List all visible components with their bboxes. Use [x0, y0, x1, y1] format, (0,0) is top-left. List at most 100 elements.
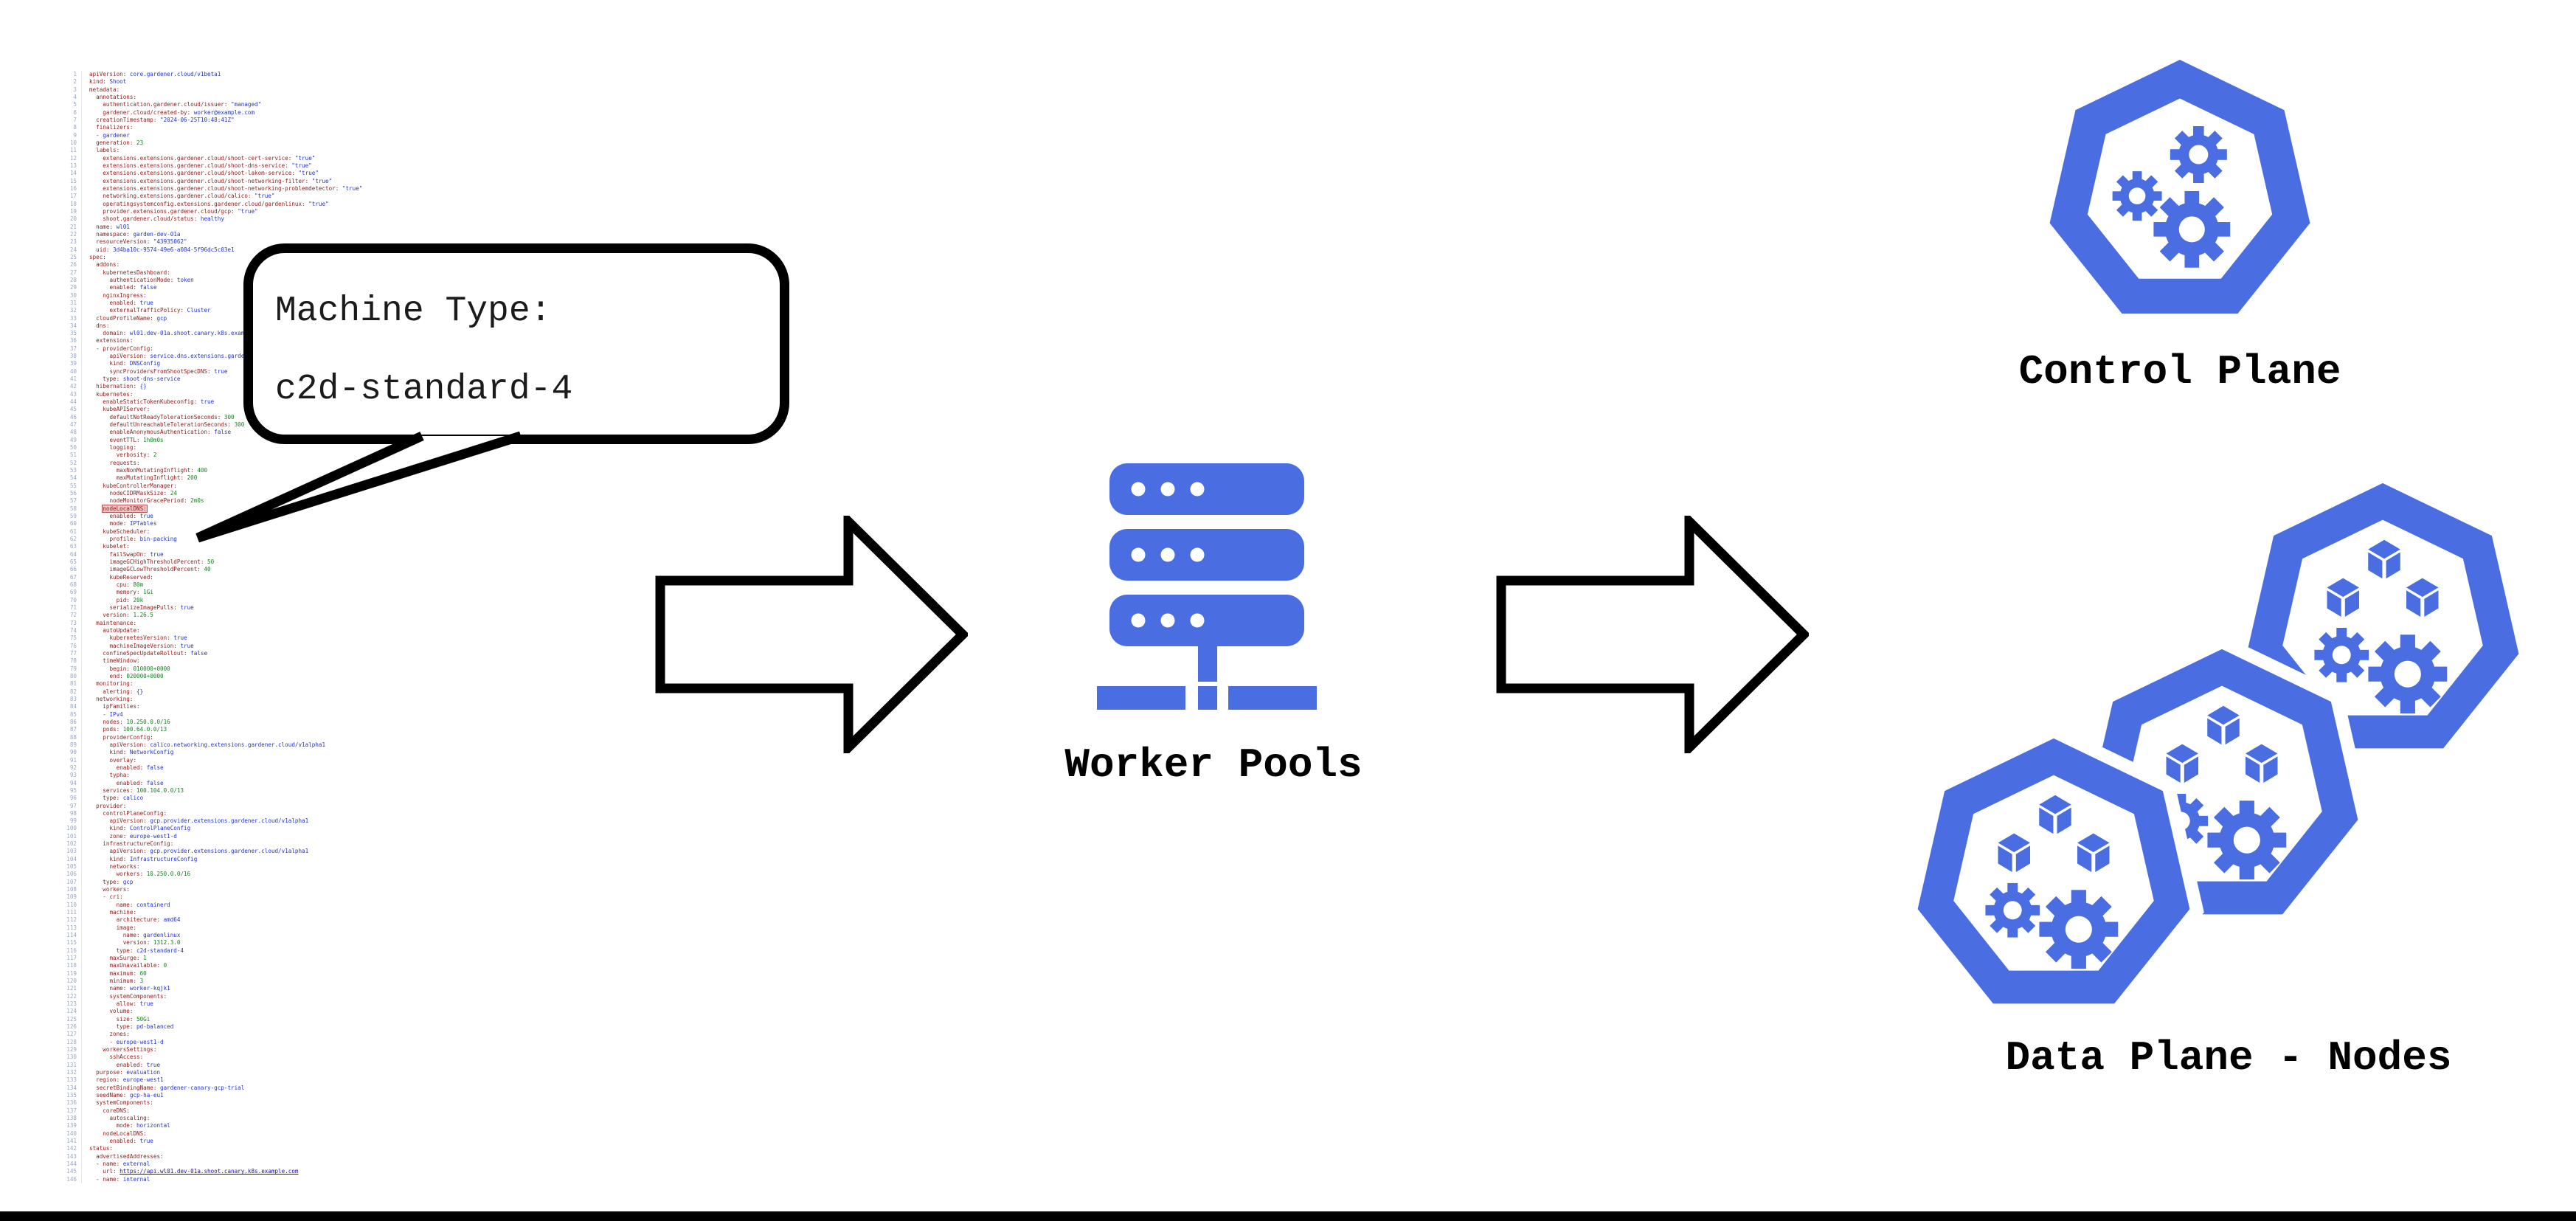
code-line: 137 coreDNS: [52, 1107, 612, 1115]
code-line: 89 apiVersion: calico.networking.extensi… [52, 741, 612, 750]
code-line: 95 services: 100.104.0.0/13 [52, 786, 612, 795]
code-line: 132 purpose: evaluation [52, 1068, 612, 1077]
code-line: 6 gardener.cloud/created-by: worker@exam… [52, 108, 612, 117]
line-number: 122 [52, 992, 82, 1001]
line-number: 47 [52, 421, 82, 429]
code-link[interactable]: https://api.wl01.dev-01a.shoot.canary.k8… [120, 1168, 299, 1175]
line-number: 21 [52, 223, 82, 231]
code-line: 53 maxNonMutatingInflight: 400 [52, 467, 612, 475]
code-line: 83 networking: [52, 695, 612, 704]
worker-pools-label: Worker Pools [1064, 741, 1363, 789]
code-line: 125 size: 50Gi [52, 1015, 612, 1024]
code-line: 30 nginxIngress: [52, 291, 612, 300]
line-number: 52 [52, 459, 82, 468]
code-line: 75 kubernetesVersion: true [52, 634, 612, 643]
code-line: 13 extensions.extensions.gardener.cloud/… [52, 162, 612, 170]
code-line: 99 apiVersion: gcp.provider.extensions.g… [52, 817, 612, 826]
line-number: 4 [52, 93, 82, 102]
code-line: 97 provider: [52, 802, 612, 810]
line-number: 50 [52, 444, 82, 452]
line-number: 90 [52, 749, 82, 757]
code-line: 73 maintenance: [52, 619, 612, 627]
code-line: 51 verbosity: 2 [52, 452, 612, 460]
code-line: 39 kind: DNSConfig [52, 360, 612, 368]
line-number: 141 [52, 1137, 82, 1146]
code-line: 47 defaultUnreachableTolerationSeconds: … [52, 421, 612, 429]
line-number: 36 [52, 337, 82, 345]
line-number: 37 [52, 345, 82, 353]
code-line: 98 controlPlaneConfig: [52, 809, 612, 818]
code-line: 81 monitoring: [52, 680, 612, 688]
arrow-right-icon [1496, 516, 1809, 753]
line-number: 26 [52, 261, 82, 269]
line-number: 115 [52, 939, 82, 947]
code-line: 43 kubernetes: [52, 390, 612, 399]
line-number: 40 [52, 367, 82, 376]
line-number: 70 [52, 596, 82, 604]
code-line: 87 pods: 100.64.0.0/13 [52, 726, 612, 734]
line-number: 145 [52, 1168, 82, 1176]
code-line: 82 alerting: {} [52, 688, 612, 696]
code-line: 113 image: [52, 924, 612, 933]
code-line: 59 enabled: true [52, 513, 612, 521]
line-number: 16 [52, 184, 82, 193]
code-line: 27 kubernetesDashboard: [52, 269, 612, 277]
line-number: 8 [52, 124, 82, 132]
code-line: 16 extensions.extensions.gardener.cloud/… [52, 184, 612, 193]
data-plane-label: Data Plane - Nodes [2005, 1034, 2452, 1082]
code-line: 101 zone: europe-west1-d [52, 832, 612, 841]
line-number: 14 [52, 170, 82, 178]
code-line: 65 imageGCHighThresholdPercent: 50 [52, 558, 612, 567]
control-plane-icon [2040, 53, 2320, 333]
code-line: 23 resourceVersion: "43935062" [52, 238, 612, 246]
line-number: 112 [52, 916, 82, 924]
code-line: 14 extensions.extensions.gardener.cloud/… [52, 170, 612, 178]
bubble-text-line1: Machine Type: [275, 291, 552, 331]
code-line: 35 domain: wl01.dev-01a.shoot.canary.k8s… [52, 330, 612, 338]
code-line: 10 generation: 23 [52, 139, 612, 148]
code-line: 33 cloudProfileName: gcp [52, 314, 612, 322]
line-number: 24 [52, 246, 82, 254]
line-number: 67 [52, 573, 82, 581]
line-number: 18 [52, 200, 82, 208]
line-number: 134 [52, 1084, 82, 1092]
line-number: 38 [52, 353, 82, 361]
line-number: 103 [52, 848, 82, 856]
code-line: 117 maxSurge: 1 [52, 955, 612, 963]
code-line: 42 hibernation: {} [52, 383, 612, 391]
line-number: 86 [52, 718, 82, 727]
code-line: 110 name: containerd [52, 901, 612, 910]
code-line: 61 kubeScheduler: [52, 528, 612, 536]
code-line: 106 workers: 10.250.0.0/16 [52, 871, 612, 879]
code-line: 105 networks: [52, 863, 612, 871]
line-number: 88 [52, 733, 82, 741]
line-number: 69 [52, 589, 82, 597]
code-line: 100 kind: ControlPlaneConfig [52, 825, 612, 833]
line-number: 10 [52, 139, 82, 148]
code-line: 103 apiVersion: gcp.provider.extensions.… [52, 848, 612, 856]
line-number: 30 [52, 291, 82, 300]
line-number: 41 [52, 376, 82, 384]
code-line: 96 type: calico [52, 795, 612, 803]
code-line: 94 enabled: false [52, 779, 612, 787]
line-number: 121 [52, 985, 82, 993]
code-line: 21 name: wl01 [52, 223, 612, 231]
line-number: 9 [52, 131, 82, 139]
line-number: 106 [52, 871, 82, 879]
code-line: 44 enableStaticTokenKubeconfig: true [52, 398, 612, 407]
code-line: 36 extensions: [52, 337, 612, 345]
line-number: 133 [52, 1076, 82, 1085]
code-line: 24 uid: 3d4ba10c-9574-49e6-a084-5f96dc5c… [52, 246, 612, 254]
line-number: 29 [52, 284, 82, 292]
line-number: 80 [52, 672, 82, 681]
line-number: 49 [52, 436, 82, 445]
line-number: 20 [52, 215, 82, 224]
line-number: 64 [52, 550, 82, 558]
line-number: 114 [52, 932, 82, 940]
line-number: 77 [52, 649, 82, 658]
code-line: 57 nodeMonitorGracePeriod: 2m0s [52, 497, 612, 505]
